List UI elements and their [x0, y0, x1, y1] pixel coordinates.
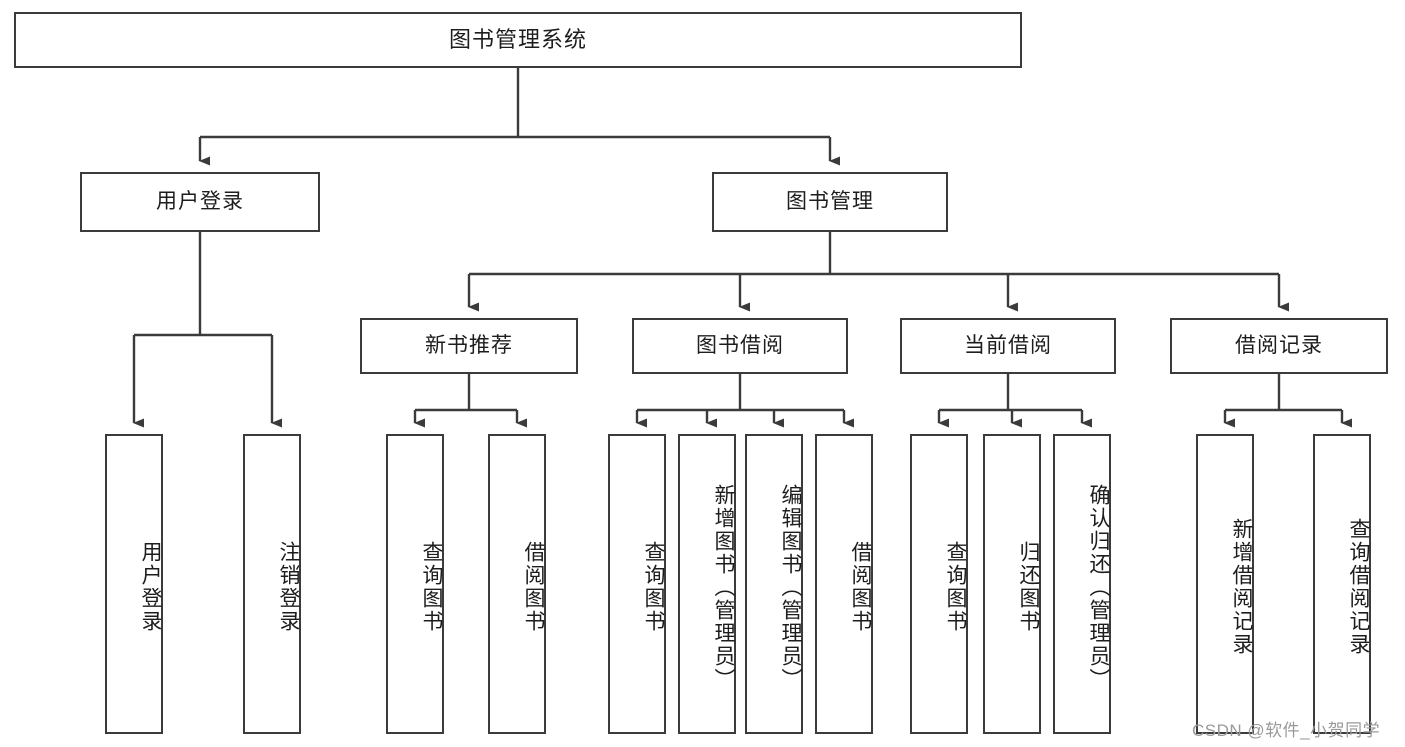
node-leaf-logout[interactable]: 注销登录: [243, 434, 301, 734]
node-label: 查询图书: [642, 541, 665, 633]
node-book-manage[interactable]: 图书管理: [712, 172, 948, 232]
csdn-watermark: CSDN @软件_小贺同学: [1192, 721, 1381, 740]
node-label: 图书借阅: [696, 334, 784, 358]
node-leaf-add-record[interactable]: 新增借阅记录: [1196, 434, 1254, 734]
node-leaf-query-book-3[interactable]: 查询图书: [910, 434, 968, 734]
node-label: 图书管理: [786, 190, 874, 214]
node-leaf-query-record[interactable]: 查询借阅记录: [1313, 434, 1371, 734]
node-label: 新增借阅记录: [1230, 518, 1253, 656]
node-label: 查询图书: [420, 541, 443, 633]
node-label: 新书推荐: [425, 334, 513, 358]
node-leaf-borrow-book-1[interactable]: 借阅图书: [488, 434, 546, 734]
node-leaf-confirm-return[interactable]: 确认归还（管理员）: [1053, 434, 1111, 734]
node-label: 图书管理系统: [448, 26, 587, 52]
node-leaf-edit-book[interactable]: 编辑图书（管理员）: [745, 434, 803, 734]
node-leaf-query-book-2[interactable]: 查询图书: [608, 434, 666, 734]
node-label: 用户登录: [139, 541, 162, 633]
node-leaf-return-book[interactable]: 归还图书: [983, 434, 1041, 734]
node-label: 查询借阅记录: [1347, 518, 1370, 656]
node-label: 编辑图书（管理员）: [779, 483, 802, 691]
node-root[interactable]: 图书管理系统: [14, 12, 1022, 68]
node-user-login[interactable]: 用户登录: [80, 172, 320, 232]
node-borrow-record[interactable]: 借阅记录: [1170, 318, 1388, 374]
node-label: 用户登录: [156, 190, 244, 214]
node-label: 确认归还（管理员）: [1087, 483, 1110, 691]
node-leaf-borrow-book-2[interactable]: 借阅图书: [815, 434, 873, 734]
node-label: 注销登录: [277, 541, 300, 633]
node-leaf-user-login[interactable]: 用户登录: [105, 434, 163, 734]
node-label: 借阅图书: [522, 541, 545, 633]
node-label: 当前借阅: [964, 334, 1052, 358]
node-label: 查询图书: [944, 541, 967, 633]
node-book-borrow[interactable]: 图书借阅: [632, 318, 848, 374]
node-current-borrow[interactable]: 当前借阅: [900, 318, 1116, 374]
node-label: 借阅记录: [1235, 334, 1323, 358]
node-new-book-rec[interactable]: 新书推荐: [360, 318, 578, 374]
node-leaf-add-book[interactable]: 新增图书（管理员）: [678, 434, 736, 734]
node-leaf-query-book-1[interactable]: 查询图书: [386, 434, 444, 734]
node-label: 新增图书（管理员）: [712, 483, 735, 691]
node-label: 归还图书: [1017, 541, 1040, 633]
node-label: 借阅图书: [849, 541, 872, 633]
